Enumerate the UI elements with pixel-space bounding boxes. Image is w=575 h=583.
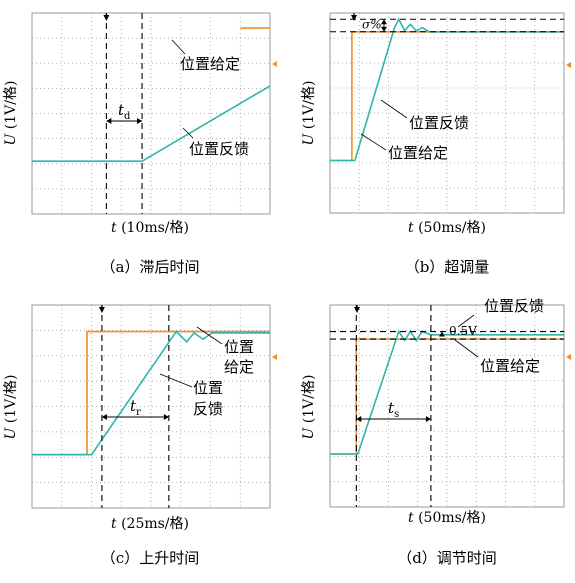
feedback-label: 位置反馈 (189, 140, 249, 158)
chart-caption: （c）上升时间 (101, 549, 199, 567)
interval-arrowhead-right (425, 416, 431, 422)
y-axis-label: U (1V/格) (301, 375, 317, 440)
interval-label: σ% (362, 17, 382, 31)
reference-label-line2: 给定 (224, 358, 254, 376)
channel-marker-icon (272, 354, 277, 360)
channel-marker-icon (272, 61, 277, 67)
interval-label: ts (388, 399, 399, 420)
reference-label: 位置给定 (480, 357, 540, 375)
interval-label-var: t (130, 397, 137, 415)
chart-panel-2: （b）超调量 t (50ms/格) U (1V/格) σ% (301, 12, 571, 276)
leader-line (360, 133, 387, 151)
feedback-label: 位置反馈 (409, 114, 469, 132)
leader-line (182, 127, 194, 139)
interval-arrowhead-bottom (381, 26, 387, 32)
interval-label-var: t (388, 399, 395, 417)
interval-arrowhead-top (381, 19, 387, 25)
series-line-feedback (32, 85, 271, 162)
chart-caption: （a）滞后时间 (101, 258, 200, 276)
reference-label: 位置给定 (180, 55, 240, 73)
feedback-label-line1: 位置 (193, 379, 223, 397)
y-axis-label: U (1V/格) (3, 375, 19, 440)
y-axis-unit: (1V/格) (3, 81, 19, 134)
leader-line (454, 339, 479, 358)
y-axis-var: U (301, 132, 317, 145)
chart-caption: （d）调节时间 (397, 549, 497, 567)
y-axis-label: U (1V/格) (301, 81, 317, 146)
trigger-arrow-icon (98, 307, 105, 313)
series-line-feedback (330, 17, 564, 162)
y-axis-label: U (1V/格) (3, 81, 19, 146)
x-axis-var: t (408, 220, 414, 236)
x-axis-unit: (50ms/格) (414, 220, 486, 236)
feedback-label: 位置反馈 (484, 297, 544, 315)
y-axis-var: U (301, 426, 317, 439)
interval-arrowhead-right (137, 118, 143, 124)
channel-marker-icon (566, 62, 571, 68)
leader-line (171, 39, 186, 55)
x-axis-label: t (50ms/格) (408, 220, 486, 236)
x-axis-var: t (408, 510, 414, 526)
x-axis-label: t (50ms/格) (408, 510, 486, 526)
interval-arrowhead-left (101, 414, 107, 420)
leader-line (196, 326, 223, 345)
y-axis-unit: (1V/格) (301, 81, 317, 134)
x-axis-label: t (25ms/格) (111, 516, 189, 532)
x-axis-unit: (50ms/格) (414, 510, 486, 526)
x-axis-unit: (10ms/格) (117, 220, 189, 236)
leader-line (380, 99, 408, 119)
y-axis-var: U (3, 426, 19, 439)
interval-arrowhead-right (163, 414, 169, 420)
interval-label-sub: r (136, 407, 141, 418)
chart-caption: （b）超调量 (405, 258, 490, 276)
y-axis-unit: (1V/格) (301, 375, 317, 428)
y-axis-var: U (3, 132, 19, 145)
x-axis-label: t (10ms/格) (111, 220, 189, 236)
trigger-arrow-icon (354, 307, 360, 313)
reference-label-line1: 位置 (224, 338, 254, 356)
interval-label: tr (130, 397, 141, 418)
channel-marker-icon (566, 354, 571, 360)
interval-arrowhead-left (356, 416, 362, 422)
band-arrowhead-top (439, 331, 445, 337)
interval-arrowhead-left (106, 118, 112, 124)
feedback-label-line2: 反馈 (193, 400, 223, 418)
interval-label: td (118, 101, 131, 122)
leader-line (159, 373, 193, 388)
leader-line (457, 314, 475, 328)
trigger-arrow-icon (103, 15, 110, 21)
reference-label: 位置给定 (388, 144, 448, 162)
x-axis-var: t (111, 516, 117, 532)
band-label: 0.5V (449, 324, 477, 338)
y-axis-unit: (1V/格) (3, 375, 19, 428)
trigger-arrow-icon (351, 15, 357, 21)
series-line-feedback (32, 330, 270, 456)
interval-label-var: t (118, 101, 125, 119)
interval-label-sub: s (394, 409, 399, 420)
plot-frame (31, 304, 271, 509)
x-axis-unit: (25ms/格) (117, 516, 189, 532)
interval-label-sub: d (124, 111, 131, 122)
x-axis-var: t (111, 220, 117, 236)
